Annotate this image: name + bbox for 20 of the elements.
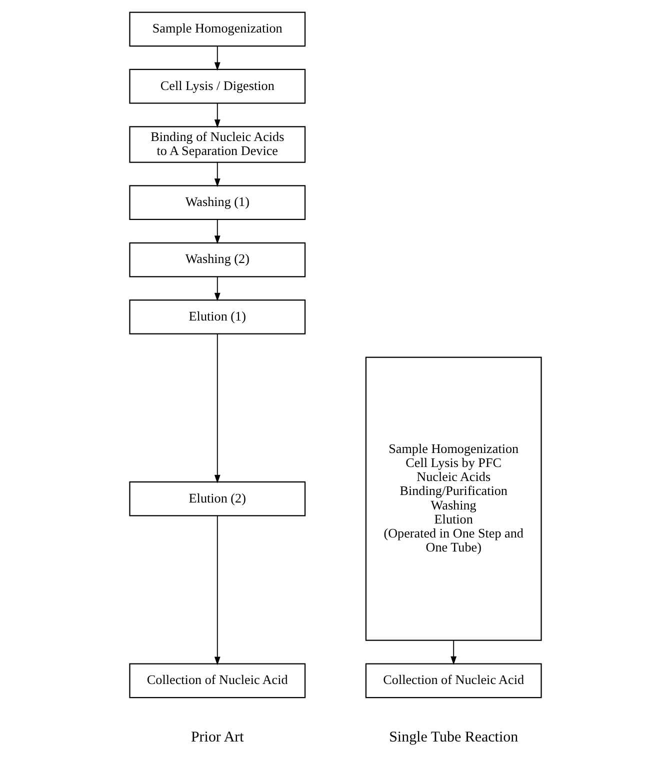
node-box: Collection of Nucleic Acid [129,663,306,698]
arrow [214,162,220,187]
node-box: Collection of Nucleic Acid [365,663,542,698]
node-box: Sample Homogenization Cell Lysis by PFC Nucleic Acids Binding/Purification Washing Elution (Operated in One Step and One Tube) [365,356,542,641]
label: Single Tube Reaction [389,729,518,746]
arrow [214,276,220,302]
node-box: Binding of Nucleic Acids to A Separation Device [129,126,306,163]
node-box: Elution (1) [129,300,306,334]
arrow [214,46,220,71]
node-box: Washing (1) [129,185,306,220]
node-box: Cell Lysis / Digestion [129,68,306,104]
arrow [214,102,220,128]
node-box: Elution (2) [129,481,306,516]
node-box: Sample Homogenization [129,12,306,47]
arrow [214,515,220,666]
node-box: Washing (2) [129,242,306,278]
label: Prior Art [190,729,244,746]
arrow [214,219,220,244]
arrow [450,640,457,665]
arrow [214,333,220,484]
